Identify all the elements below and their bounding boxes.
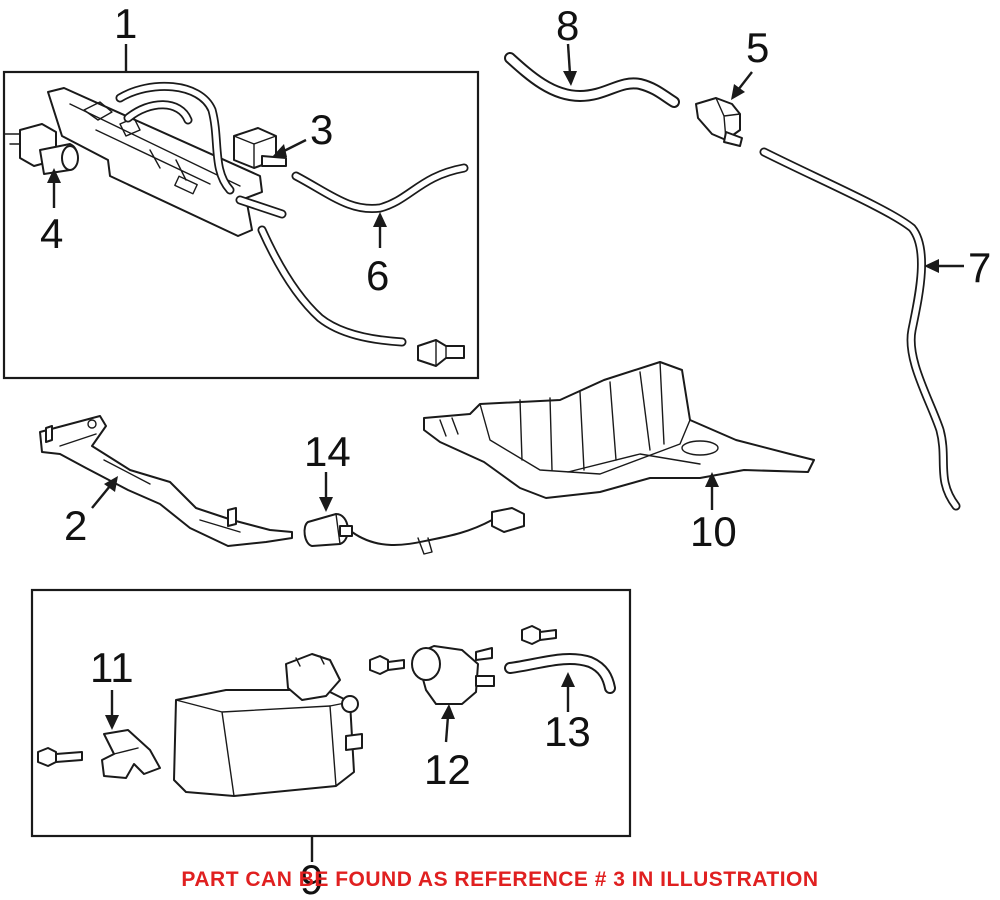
bracket-part-11 <box>101 729 161 779</box>
reference-notice: PART CAN BE FOUND AS REFERENCE # 3 IN IL… <box>181 868 819 891</box>
hose-part-6 <box>291 163 469 214</box>
callout-4: 4 <box>40 210 63 257</box>
callout-5: 5 <box>746 24 769 71</box>
switching-valve-part-3 <box>233 127 287 169</box>
connector-fitting <box>417 339 465 367</box>
callout-labels: 1 2 3 4 5 6 7 8 9 10 11 12 13 14 <box>40 0 991 900</box>
assembly-1-box <box>2 70 480 380</box>
callout-11: 11 <box>90 644 134 691</box>
callout-12: 12 <box>424 746 471 793</box>
callout-10: 10 <box>690 508 737 555</box>
fitting-part-5 <box>695 97 743 147</box>
callout-6: 6 <box>366 252 389 299</box>
cover-part-10 <box>423 361 815 499</box>
sensor-part-14 <box>303 507 525 555</box>
hose-part-13 <box>504 653 616 694</box>
callout-14: 14 <box>304 428 351 475</box>
callout-3: 3 <box>310 106 333 153</box>
bracket-part-2 <box>39 415 293 547</box>
canister-assembly <box>37 625 557 797</box>
callout-8: 8 <box>556 2 579 49</box>
callout-9: 9 <box>300 856 323 900</box>
hose-part-8 <box>504 52 680 108</box>
assembly-9-box <box>30 588 632 838</box>
hose-part-7 <box>759 147 961 511</box>
callout-7: 7 <box>968 244 991 291</box>
callout-13: 13 <box>544 708 591 755</box>
leaders <box>47 43 964 862</box>
vsv-bracket-assembly <box>47 81 407 347</box>
valve-part-12 <box>411 645 495 705</box>
sensor-part-4 <box>3 123 79 175</box>
callout-1: 1 <box>114 0 137 47</box>
callout-2: 2 <box>64 502 87 549</box>
